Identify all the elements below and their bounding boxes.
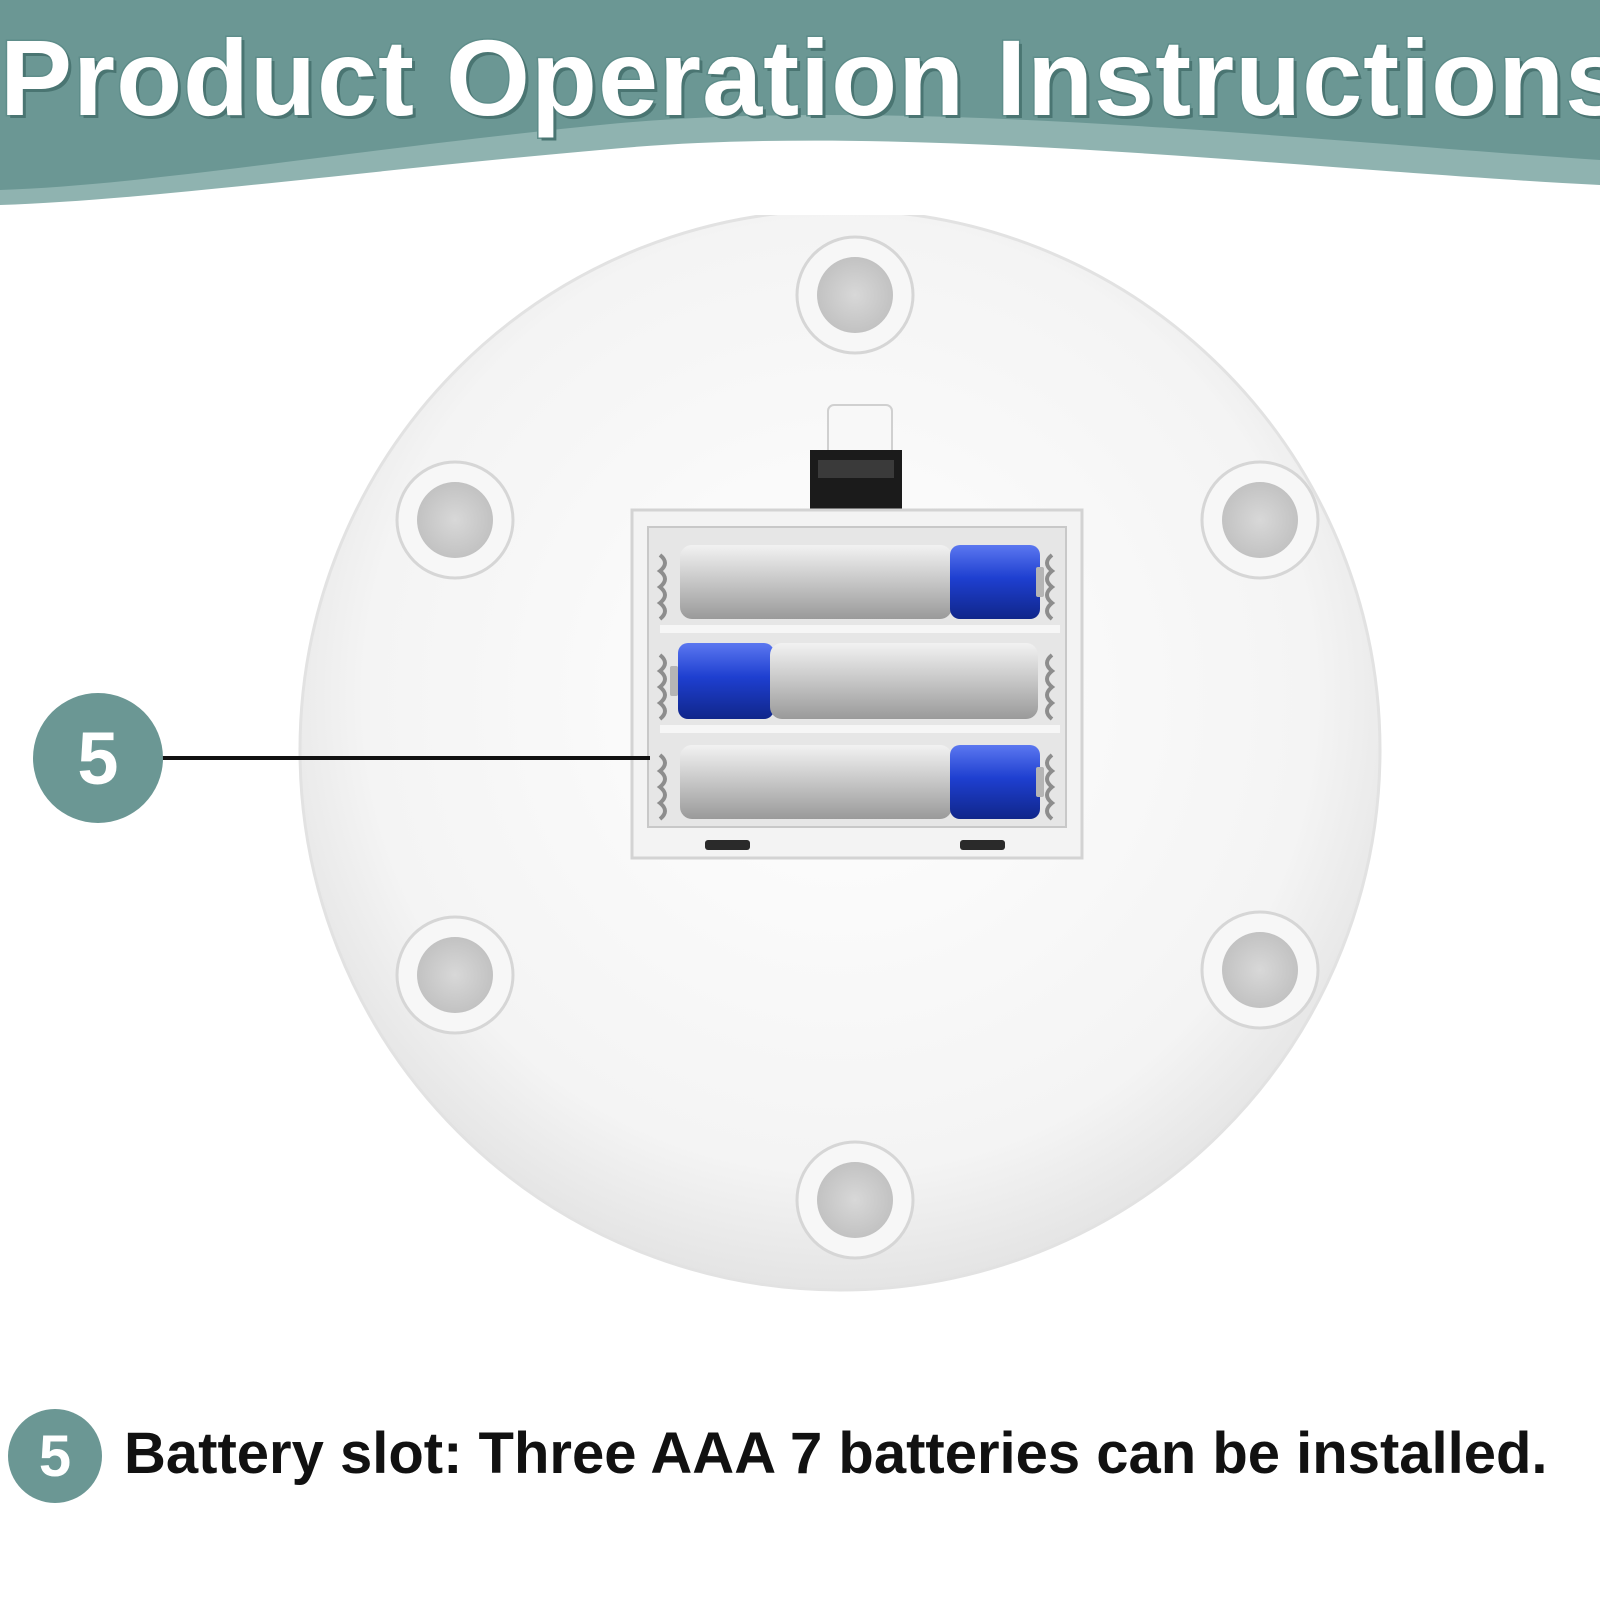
aaa-battery — [670, 643, 1038, 719]
banner-wave-shape — [0, 0, 1600, 205]
product-image — [0, 208, 1600, 1325]
screw-hole — [395, 460, 515, 580]
aaa-battery — [680, 745, 1044, 819]
caption-number-badge: 5 — [8, 1409, 102, 1503]
caption-row: 5 Battery slot: Three AAA 7 batteries ca… — [0, 1405, 1600, 1515]
screw-hole — [795, 235, 915, 355]
screw-hole — [1200, 910, 1320, 1030]
screw-hole — [795, 1140, 915, 1260]
screw-hole — [1200, 460, 1320, 580]
screw-holes — [395, 235, 1320, 1260]
aaa-battery — [680, 545, 1044, 619]
callout-number-badge: 5 — [33, 693, 163, 823]
callout-leader-line — [160, 756, 650, 760]
screw-hole — [395, 915, 515, 1035]
caption-text: Battery slot: Three AAA 7 batteries can … — [124, 1421, 1548, 1486]
page-title: Product Operation Instructions — [0, 16, 1600, 139]
header-banner: Product Operation Instructions — [0, 0, 1600, 215]
